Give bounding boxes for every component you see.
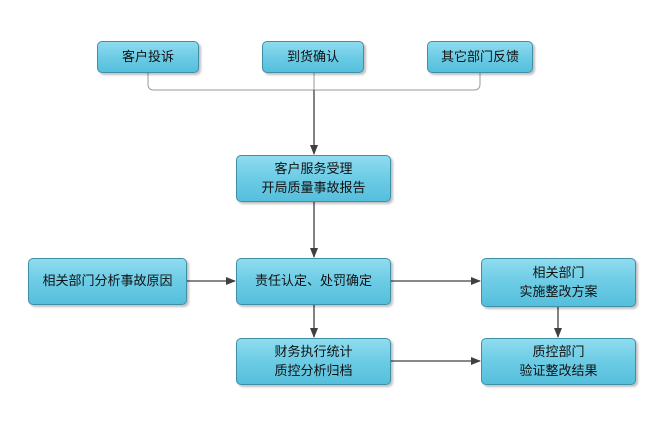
node-label-line1: 质控部门 [532,344,585,360]
node-rectification-plan: 相关部门 实施整改方案 [481,258,636,307]
node-arrival-confirmation: 到货确认 [262,41,364,73]
node-label: 相关部门分析事故原因 [42,274,173,289]
node-label-line2: 开局质量事故报告 [261,180,366,196]
node-label-line2: 验证整改结果 [519,363,598,379]
node-cause-analysis: 相关部门分析事故原因 [28,258,187,305]
node-verify-result: 质控部门 验证整改结果 [481,338,636,385]
node-label: 其它部门反馈 [440,49,519,65]
node-label-line2: 实施整改方案 [519,284,598,300]
node-label-line2: 质控分析归档 [274,363,353,379]
node-label-line1: 相关部门 [532,265,585,281]
node-label-line1: 客户服务受理 [274,161,353,177]
node-label-line1: 财务执行统计 [274,344,353,360]
node-responsibility: 责任认定、处罚确定 [236,258,391,305]
node-customer-service: 客户服务受理 开局质量事故报告 [236,155,391,202]
node-label: 到货确认 [286,49,339,65]
node-customer-complaint: 客户投诉 [97,41,199,73]
node-finance-statistics: 财务执行统计 质控分析归档 [236,338,391,385]
node-label: 客户投诉 [121,49,174,65]
node-other-department-feedback: 其它部门反馈 [427,41,533,73]
node-label: 责任认定、处罚确定 [254,274,372,289]
